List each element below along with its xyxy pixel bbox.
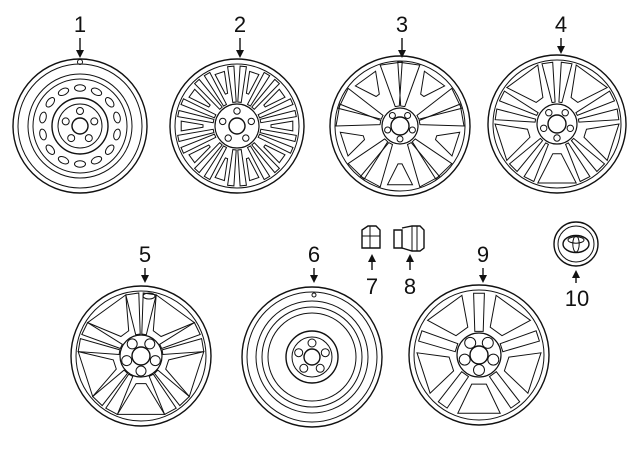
part-label-9: 9	[477, 242, 489, 267]
part-label-5: 5	[139, 242, 151, 267]
part-2[interactable]: 2	[169, 12, 305, 194]
part-4[interactable]: 4	[487, 12, 627, 194]
part-1[interactable]: 1	[12, 12, 148, 194]
part-label-4: 4	[555, 12, 567, 37]
arrowhead-4	[557, 46, 565, 54]
alloy-wheel-split-spoke-icon	[329, 55, 471, 197]
part-3[interactable]: 3	[329, 12, 471, 197]
part-label-3: 3	[396, 12, 408, 37]
center-cap-logo-icon	[553, 221, 599, 267]
part-label-2: 2	[234, 12, 246, 37]
part-9[interactable]: 9	[408, 242, 550, 426]
part-label-6: 6	[308, 242, 320, 267]
part-8[interactable]: 8	[393, 225, 425, 299]
arrowhead-8	[406, 254, 414, 262]
part-label-10: 10	[565, 286, 589, 311]
arrowhead-9	[479, 275, 487, 283]
wheel-lock-nut-icon	[393, 225, 425, 252]
arrowhead-5	[141, 275, 149, 283]
part-label-1: 1	[74, 12, 86, 37]
alloy-wheel-twin-spoke-icon	[487, 54, 627, 194]
part-7[interactable]: 7	[361, 225, 381, 299]
arrowhead-10	[572, 270, 580, 278]
part-6[interactable]: 6	[241, 242, 383, 428]
part-10[interactable]: 10	[553, 221, 599, 311]
wheel-cover-icon	[408, 284, 550, 426]
arrowhead-3	[398, 50, 406, 58]
arrowhead-7	[368, 254, 376, 262]
arrowhead-6	[310, 275, 318, 283]
part-5[interactable]: 5	[70, 242, 212, 427]
part-label-7: 7	[366, 274, 378, 299]
steel-wheel-icon	[12, 58, 148, 194]
spare-wheel-icon	[241, 286, 383, 428]
part-label-8: 8	[404, 274, 416, 299]
alloy-wheel-five-spoke-icon	[70, 285, 212, 427]
arrowhead-2	[236, 50, 244, 58]
lug-nut-icon	[361, 225, 381, 249]
arrowhead-1	[76, 50, 84, 58]
alloy-wheel-multi-spoke-icon	[169, 58, 305, 194]
